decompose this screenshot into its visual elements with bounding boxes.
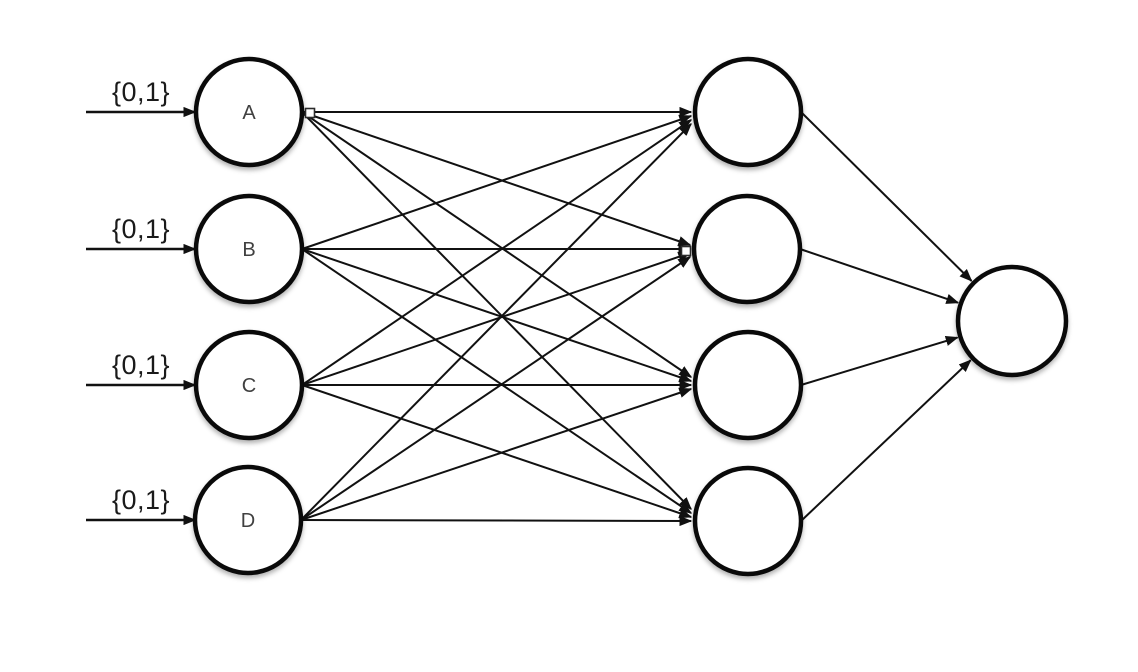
input-value-label-D: {0,1} [112, 485, 170, 515]
edge-C-H4 [301, 384, 693, 519]
hidden-node-H3 [692, 329, 804, 441]
hidden-node-H2 [691, 193, 803, 305]
output-node-OUT [955, 264, 1069, 378]
node-label-B: B [242, 239, 255, 261]
labels-group: {0,1} {0,1} {0,1} {0,1} A B C D [112, 77, 256, 532]
edge-D-H4 [300, 515, 693, 527]
edge-C-H2 [301, 251, 692, 386]
edge-D-H1 [300, 123, 692, 521]
input-value-label-C: {0,1} [112, 350, 170, 380]
selection-handles-group [304, 107, 692, 257]
selection-handle-2[interactable] [680, 245, 692, 257]
node-label-A: A [242, 102, 256, 124]
input-node-A [193, 56, 305, 168]
edge-H1-OUT [800, 111, 973, 282]
edge-B-H4 [301, 248, 693, 514]
edge-B-H3 [301, 248, 693, 383]
edge-A-H2 [301, 111, 692, 247]
input-node-C [193, 329, 305, 441]
input-value-label-B: {0,1} [112, 214, 170, 244]
edge-D-H2 [300, 256, 692, 521]
input-node-B [193, 193, 305, 305]
node-label-C: C [242, 375, 256, 397]
edge-H4-OUT [800, 359, 972, 522]
edge-H2-OUT [799, 248, 960, 304]
edge-D-H3 [300, 387, 693, 521]
edge-A-H4 [301, 111, 692, 510]
edge-C-H1 [301, 119, 693, 386]
selection-handle-1[interactable] [304, 107, 316, 119]
input-node-D [192, 464, 304, 576]
input-arrows-group [86, 106, 197, 526]
node-label-D: D [241, 510, 255, 532]
edge-H3-OUT [800, 335, 959, 386]
input-value-label-A: {0,1} [112, 77, 170, 107]
edge-B-H1 [301, 114, 693, 250]
edges-group [300, 106, 973, 527]
edge-A-H3 [301, 111, 693, 378]
nodes-group [192, 56, 1069, 577]
hidden-node-H4 [692, 465, 804, 577]
hidden-node-H1 [692, 56, 804, 168]
